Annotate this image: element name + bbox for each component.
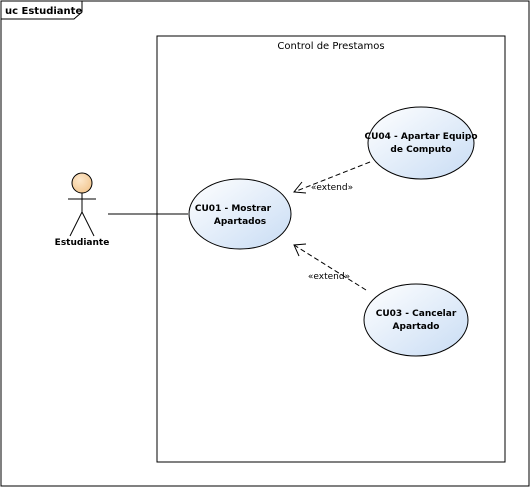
actor-estudiante[interactable]: Estudiante [55, 172, 110, 248]
extend-relation-cu04: «extend» [293, 161, 371, 194]
usecase-cu04-line2: de Computo [390, 145, 451, 155]
usecase-cu04-line1: CU04 - Apartar Equipo [364, 132, 477, 142]
usecase-cu01[interactable]: CU01 - Mostrar Apartados [188, 178, 292, 250]
usecase-cu03[interactable]: CU03 - Cancelar Apartado [363, 283, 469, 357]
actor-head-icon [71, 172, 93, 194]
extend-label-cu04: «extend» [311, 183, 353, 193]
usecase-cu01-line2: Apartados [214, 217, 266, 227]
extend-label-cu03: «extend» [308, 272, 350, 282]
usecase-cu01-line1: CU01 - Mostrar [195, 204, 272, 214]
open-arrow-icon [293, 243, 307, 257]
system-boundary [156, 35, 506, 463]
usecase-cu03-line2: Apartado [393, 322, 440, 332]
actor-label: Estudiante [55, 238, 110, 248]
open-arrow-icon [293, 181, 307, 194]
frame-tab [0, 0, 83, 20]
extend-relation-cu03: «extend» [293, 243, 367, 291]
frame-label: uc Estudiante [5, 6, 82, 17]
system-label: Control de Prestamos [277, 41, 384, 52]
usecase-cu04[interactable]: CU04 - Apartar Equipo de Computo [364, 106, 478, 180]
usecase-cu03-line1: CU03 - Cancelar [376, 309, 457, 319]
